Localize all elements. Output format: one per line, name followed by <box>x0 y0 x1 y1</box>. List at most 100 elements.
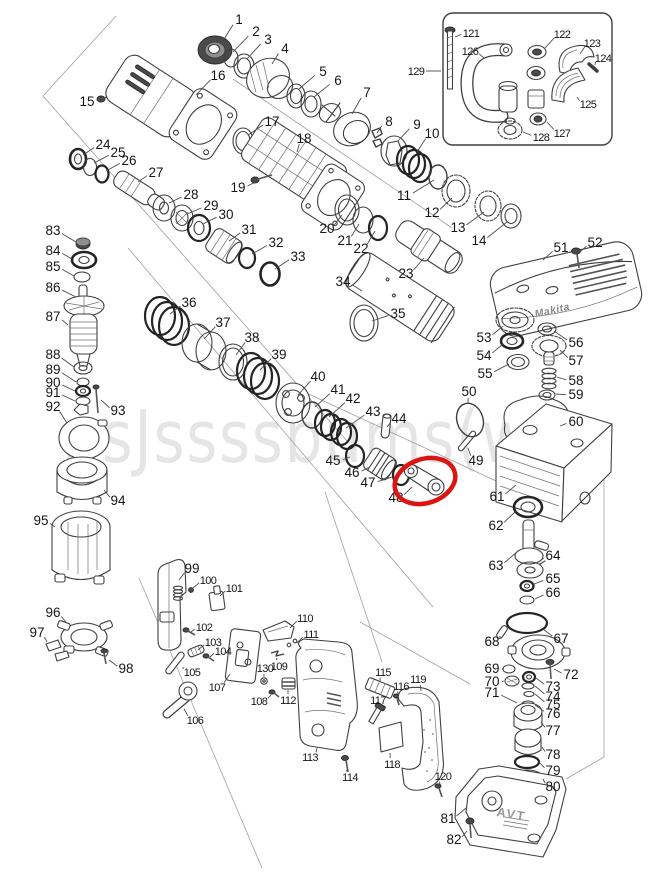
leader-line-127 <box>546 121 555 130</box>
leader-line-31 <box>228 232 241 242</box>
part-label-74: 74 <box>545 689 561 704</box>
part-label-53: 53 <box>476 330 491 345</box>
fan-86-drawing <box>63 284 105 317</box>
oring-33-drawing <box>259 261 281 287</box>
highlight-circle-part-48 <box>392 455 458 507</box>
leader-line-13 <box>466 211 485 226</box>
part-label-101: 101 <box>226 583 243 595</box>
handle-bracket-126-drawing <box>460 43 518 123</box>
part-label-33: 33 <box>290 249 305 264</box>
leader-line-40 <box>297 380 311 396</box>
part-label-96: 96 <box>45 605 60 620</box>
oring-32-drawing <box>237 246 257 270</box>
part-label-90: 90 <box>45 375 60 390</box>
screw-82-drawing <box>465 817 475 839</box>
leader-line-52 <box>579 245 587 253</box>
part-label-14: 14 <box>471 233 487 248</box>
part-label-7: 7 <box>363 85 371 100</box>
part-label-71: 71 <box>484 685 499 700</box>
part-label-17: 17 <box>264 114 279 129</box>
part-label-23: 23 <box>398 266 413 281</box>
leader-line-128 <box>522 131 532 136</box>
part-label-42: 42 <box>345 391 360 406</box>
striker-77-drawing <box>513 702 543 732</box>
part-label-9: 9 <box>413 117 421 132</box>
leader-line-32 <box>251 245 268 255</box>
part-label-57: 57 <box>568 353 583 368</box>
leader-line-111 <box>296 636 303 644</box>
bearing-84-drawing <box>70 250 98 270</box>
ring-55-drawing <box>506 353 530 371</box>
leader-line-74 <box>534 685 545 695</box>
leader-line-44 <box>386 422 392 428</box>
grip-cone-4-drawing <box>246 57 294 100</box>
piston-cup-78-drawing <box>514 728 542 756</box>
leader-line-20 <box>333 214 343 226</box>
bearing-122-drawing <box>526 44 547 81</box>
leader-line-99 <box>178 572 185 581</box>
avt-logo: AVT <box>495 804 527 824</box>
oring-50-drawing <box>455 402 485 438</box>
part-label-26: 26 <box>121 153 136 168</box>
part-label-108: 108 <box>251 696 268 708</box>
part-label-45: 45 <box>325 453 340 468</box>
part-label-19: 19 <box>230 180 245 195</box>
part-label-37: 37 <box>215 315 230 330</box>
leader-line-57 <box>559 349 569 358</box>
part-label-22: 22 <box>353 241 368 256</box>
leader-line-120 <box>439 781 441 785</box>
nameplate-115-drawing <box>364 677 396 699</box>
controller-99-drawing <box>157 559 187 651</box>
part-label-1: 1 <box>235 12 243 27</box>
oring-22-drawing <box>367 214 389 242</box>
part-label-8: 8 <box>385 114 393 129</box>
leader-line-45 <box>342 456 351 461</box>
leader-line-27 <box>137 175 148 183</box>
part-label-76: 76 <box>545 706 560 721</box>
barrel-18-drawing <box>240 117 366 231</box>
leader-line-103 <box>197 644 205 651</box>
leader-line-83 <box>61 233 77 243</box>
part-label-27: 27 <box>148 165 163 180</box>
part-label-58: 58 <box>568 373 583 388</box>
part-label-3: 3 <box>264 32 272 47</box>
leader-line-9 <box>397 128 410 142</box>
part-label-97: 97 <box>29 625 44 640</box>
washer-85-drawing <box>73 271 91 283</box>
leader-line-67 <box>542 628 553 637</box>
leader-line-89 <box>61 372 77 383</box>
leader-line-7 <box>351 97 362 115</box>
leader-line-116 <box>397 691 399 695</box>
part-label-89: 89 <box>45 362 60 377</box>
leader-line-88 <box>61 357 75 368</box>
part-label-29: 29 <box>203 198 218 213</box>
leader-line-73 <box>535 677 545 685</box>
leader-line-114 <box>345 769 348 772</box>
bearing-29-drawing <box>170 204 194 232</box>
bearing-30-drawing <box>186 213 212 243</box>
washer-66-drawing <box>519 595 535 605</box>
switch-101-drawing <box>208 585 226 612</box>
leader-line-49 <box>467 447 472 457</box>
grommet-112-drawing <box>281 677 296 690</box>
part-label-84: 84 <box>45 243 61 258</box>
part-label-41: 41 <box>330 382 345 397</box>
part-label-67: 67 <box>553 631 568 646</box>
leader-line-125 <box>576 96 580 102</box>
leader-line-123 <box>579 46 586 55</box>
part-label-63: 63 <box>488 558 503 573</box>
part-label-104: 104 <box>215 646 232 658</box>
bearing-65-drawing <box>519 579 535 593</box>
motor-cover-51-drawing: Makita <box>489 241 643 337</box>
screw-102-drawing <box>182 627 196 636</box>
part-label-122: 122 <box>554 29 571 41</box>
part-label-120: 120 <box>435 771 452 783</box>
leader-line-78 <box>541 746 546 752</box>
part-label-93: 93 <box>110 403 125 418</box>
screw-98-drawing <box>100 648 108 665</box>
leader-line-97 <box>44 636 48 643</box>
leader-line-12 <box>439 197 453 210</box>
part-label-105: 105 <box>184 667 201 679</box>
part-label-2: 2 <box>252 24 260 39</box>
